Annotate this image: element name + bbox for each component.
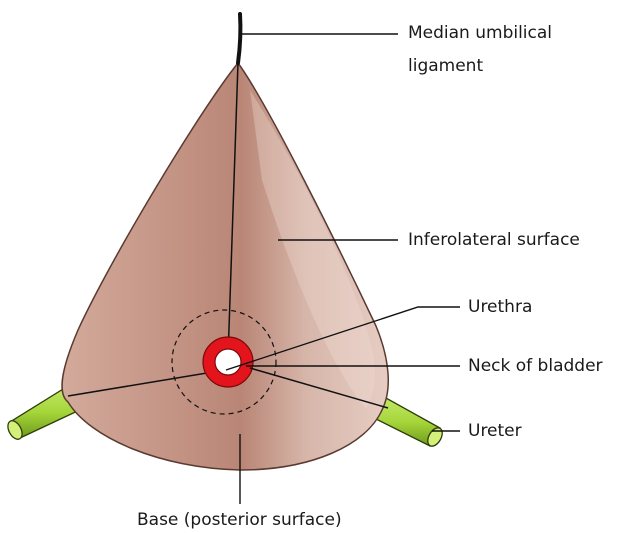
label-urethra: Urethra — [468, 295, 532, 319]
label-median-umbilical-ligament-2: ligament — [408, 54, 483, 78]
label-ureter: Ureter — [468, 419, 522, 443]
label-inferolateral-surface: Inferolateral surface — [408, 228, 580, 252]
label-base: Base (posterior surface) — [137, 508, 342, 532]
urethra-opening — [215, 349, 241, 375]
label-median-umbilical-ligament-1: Median umbilical — [408, 21, 552, 45]
label-neck-of-bladder: Neck of bladder — [468, 354, 603, 378]
median-umbilical-ligament — [238, 14, 240, 63]
